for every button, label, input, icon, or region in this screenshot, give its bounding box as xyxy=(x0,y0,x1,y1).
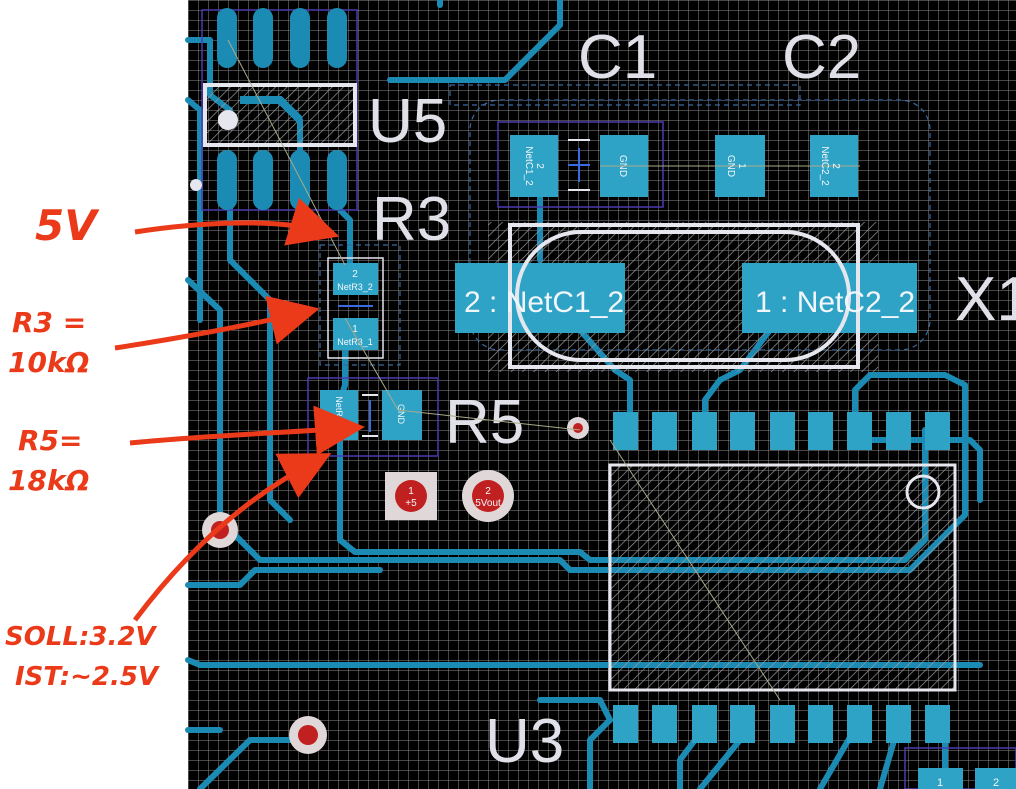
x1-pad1-label: 1 : NetC2_2 xyxy=(755,286,915,319)
test-pad1-net: +5 xyxy=(405,498,417,509)
u5-designator: U5 xyxy=(368,87,447,156)
arrow-r3 xyxy=(114,295,320,351)
test-pad1-number: 1 xyxy=(408,486,414,497)
c2-footprint[interactable] xyxy=(600,135,860,197)
arrow-soll xyxy=(133,453,332,622)
r3-designator: R3 xyxy=(372,185,451,254)
c2-pad1-label: 1GND xyxy=(725,155,747,177)
arrow-5v xyxy=(134,197,340,246)
r3-pad1-net: NetR3_1 xyxy=(337,337,373,347)
annotations: 5V R3 = 10kΩ R5= 18kΩ SOLL:3.2V IST:~2.5… xyxy=(5,197,365,692)
annotation-r5-value: 18kΩ xyxy=(8,464,89,497)
c2-designator: C2 xyxy=(782,23,861,92)
r3-pad1-number: 1 xyxy=(352,324,358,335)
u3-footprint[interactable] xyxy=(608,412,957,743)
c1-pad2-label: 2NetC1_2 xyxy=(523,146,545,186)
u5-footprint[interactable] xyxy=(190,8,358,211)
corner-pad2-label: 2 xyxy=(993,777,999,789)
keepout-outlines xyxy=(319,84,931,366)
x1-footprint[interactable] xyxy=(455,222,917,372)
c1-designator: C1 xyxy=(578,23,657,92)
corner-footprint[interactable] xyxy=(904,747,1016,789)
r5-pad2-label: GND xyxy=(396,404,406,425)
corner-pad1-label: 1 xyxy=(937,777,943,789)
test-pad2-net: 5Vout xyxy=(475,498,501,509)
annotation-r3-label: R3 = xyxy=(12,306,86,339)
annotation-5v: 5V xyxy=(35,201,100,250)
r3-footprint[interactable] xyxy=(327,257,384,359)
u3-designator: U3 xyxy=(485,707,564,776)
x1-pad2-label: 2 : NetC1_2 xyxy=(464,286,624,319)
test-pad-plus5[interactable] xyxy=(385,472,437,520)
vias xyxy=(202,417,589,754)
arrow-r5 xyxy=(129,405,365,456)
annotation-r5-label: R5= xyxy=(18,424,83,457)
annotation-soll: SOLL:3.2V xyxy=(5,622,157,652)
c2-pad2-label: 2NetC2_2 xyxy=(819,146,841,186)
r3-pad2-net: NetR3_2 xyxy=(337,282,373,292)
annotation-r3-value: 10kΩ xyxy=(8,346,89,379)
annotation-ist: IST:~2.5V xyxy=(15,662,160,692)
r3-pad2-number: 2 xyxy=(352,269,358,280)
test-pad-5vout[interactable] xyxy=(462,470,514,522)
x1-designator: X1 xyxy=(955,265,1016,334)
test-pad2-number: 2 xyxy=(485,486,491,497)
